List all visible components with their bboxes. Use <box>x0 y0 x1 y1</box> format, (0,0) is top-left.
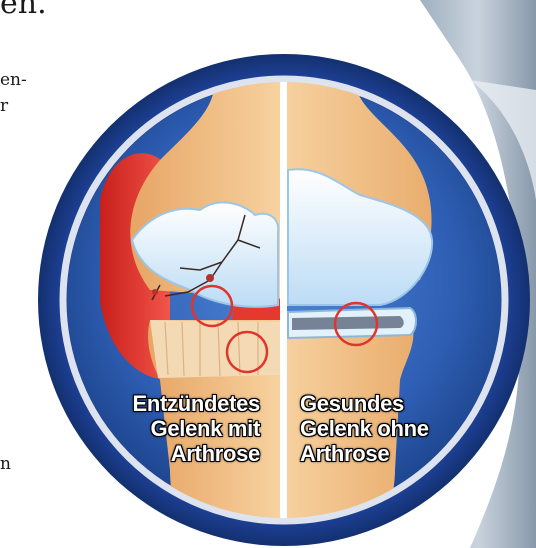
center-divider <box>280 0 287 548</box>
damaged-tibia-surface <box>150 320 280 378</box>
healthy-joint-label: Gesundes Gelenk ohne Arthrose <box>300 391 470 466</box>
label-line: Entzündetes <box>110 391 260 416</box>
label-line: Arthrose <box>300 441 470 466</box>
label-line: Gelenk ohne <box>300 416 470 441</box>
label-line: Arthrose <box>110 441 260 466</box>
label-line: Gesundes <box>300 391 470 416</box>
label-line: Gelenk mit <box>110 416 260 441</box>
inflamed-joint-label: Entzündetes Gelenk mit Arthrose <box>110 391 260 466</box>
